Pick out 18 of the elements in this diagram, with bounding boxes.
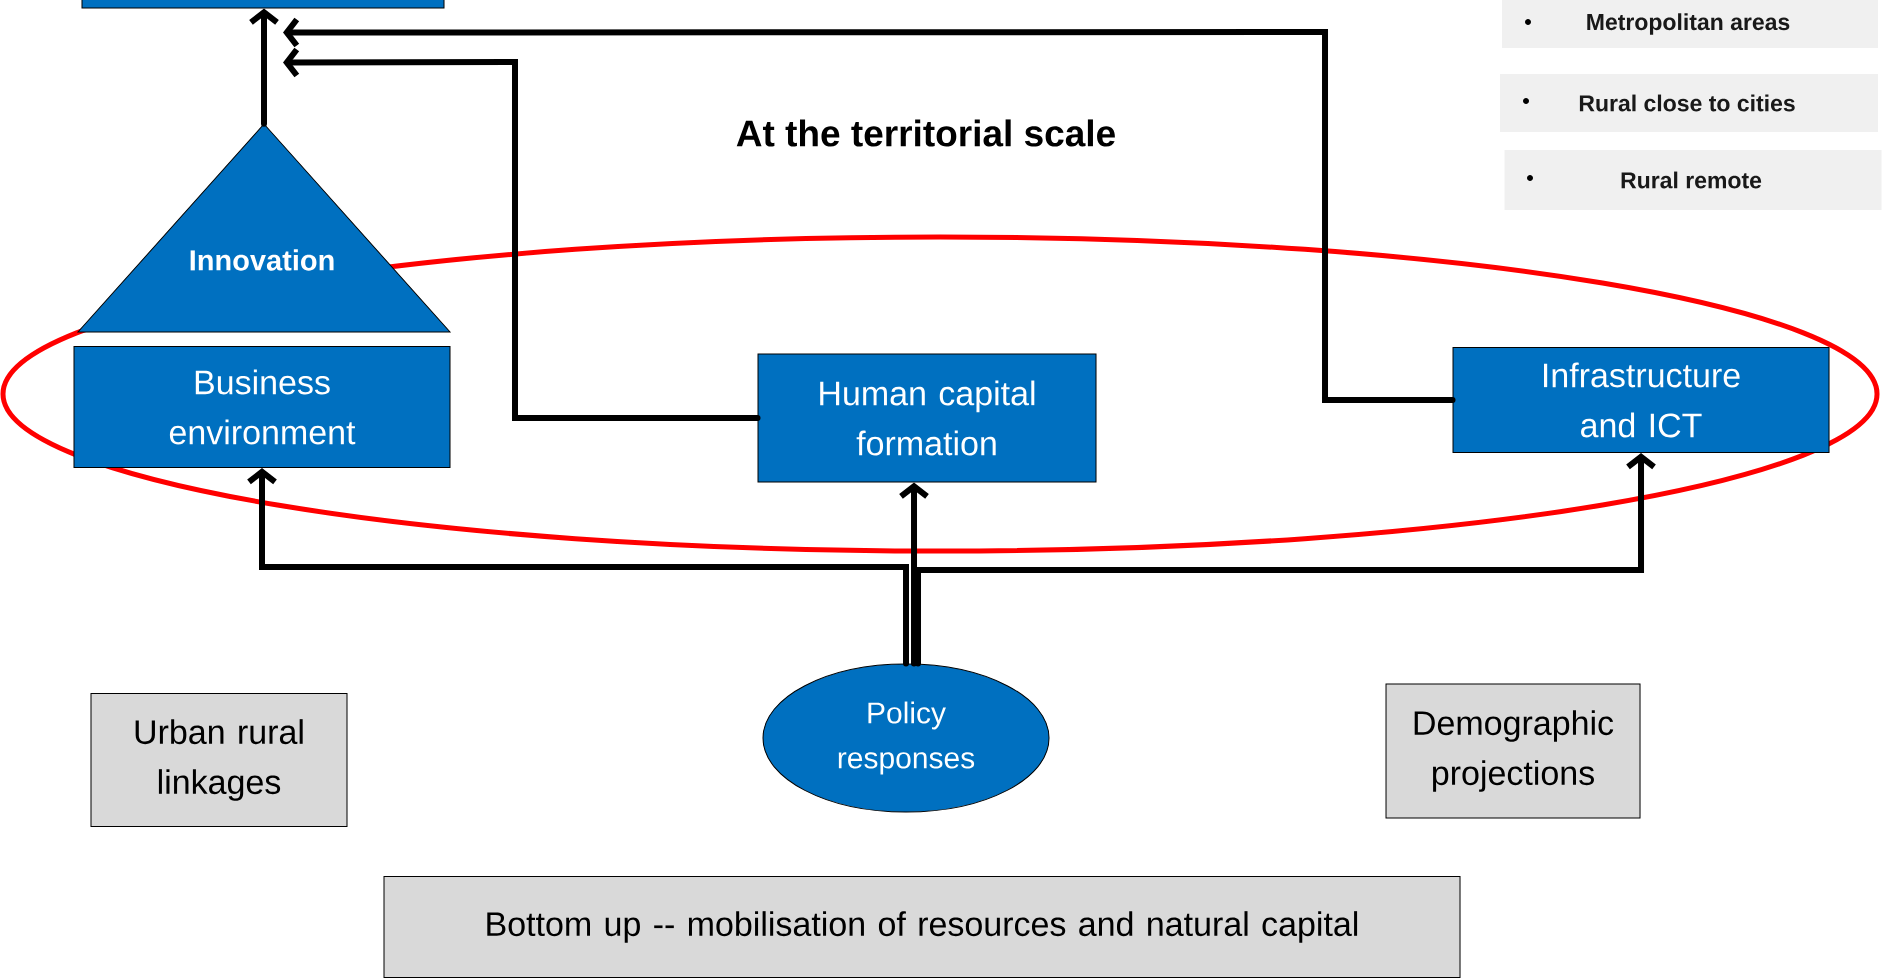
arrow [247, 468, 909, 667]
info-box: Urban rural linkages [90, 693, 348, 827]
category-box: Rural remote [1504, 150, 1882, 210]
info-box: Demographic projections [1385, 683, 1641, 819]
process-box: Infrastructure and ICT [1452, 347, 1830, 453]
category-box: Metropolitan areas [1502, 0, 1878, 48]
process-box: Human capital formation [757, 353, 1097, 483]
title: At the territorial scale [736, 119, 1115, 147]
process-box [81, 0, 445, 9]
info-box: Bottom up -- mobilisation of resources and natural capital [383, 876, 1461, 978]
arrow [915, 453, 1656, 667]
arrow [283, 17, 1456, 403]
category-box: Rural close to cities [1500, 74, 1878, 132]
arrow [249, 8, 279, 127]
arrow [283, 47, 761, 421]
arrow [899, 482, 929, 667]
process-box: Business environment [73, 346, 451, 468]
triangle: Innovation [77, 123, 451, 333]
